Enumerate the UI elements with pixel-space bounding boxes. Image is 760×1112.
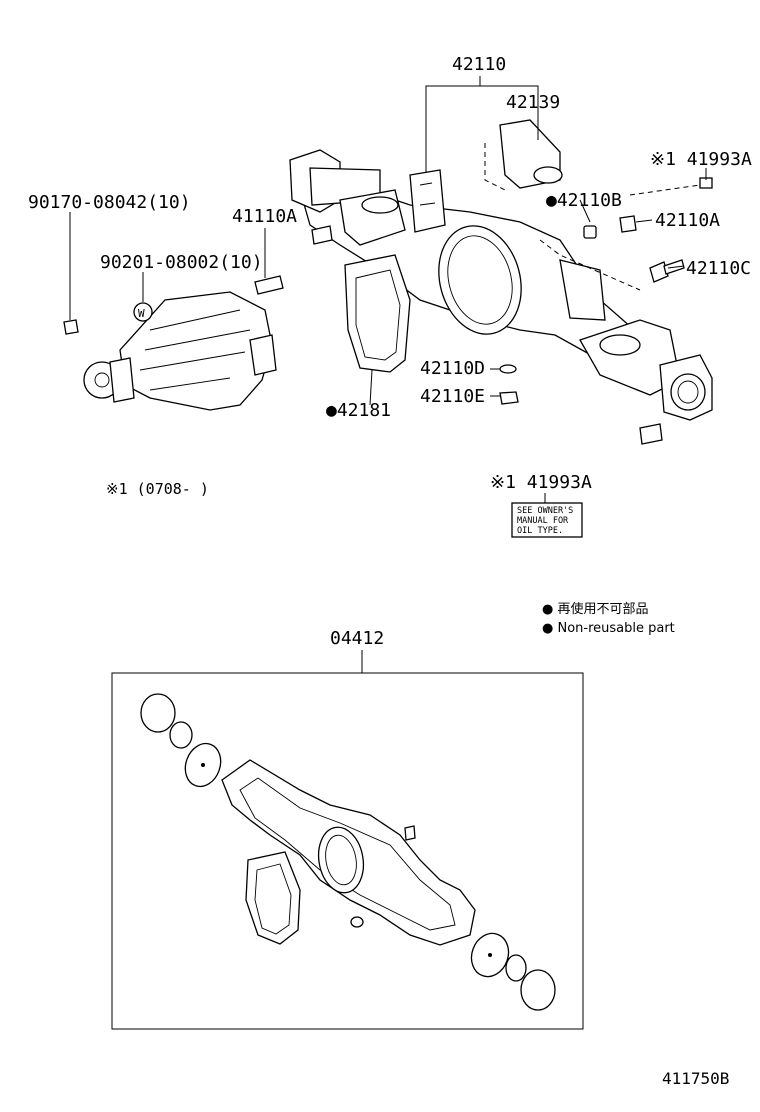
note-applicability: ※1 (0708- ) (106, 480, 209, 498)
oil-label-line-2: MANUAL FOR (517, 516, 569, 526)
leader-lines (69, 76, 707, 504)
gasket-42181-drawing (344, 254, 411, 373)
hardware-items (499, 177, 713, 405)
label-42110E: 42110E (420, 386, 485, 407)
marker-w: W (138, 307, 145, 320)
oil-label-line-1: SEE OWNER'S (517, 506, 573, 516)
label-41110A: 41110A (232, 206, 297, 227)
legend-japanese: ● 再使用不可部品 (542, 601, 648, 617)
label-42181: ●42181 (326, 400, 391, 421)
differential-carrier-drawing (63, 275, 284, 411)
label-42110A: 42110A (655, 210, 720, 231)
oil-type-label: SEE OWNER'S MANUAL FOR OIL TYPE. (511, 502, 583, 538)
oil-label-line-3: OIL TYPE. (517, 526, 563, 536)
label-42139: 42139 (506, 92, 560, 113)
label-90170-08042: 90170-08042(10) (28, 192, 191, 213)
label-41993A-top: ※1 41993A (650, 149, 752, 170)
label-42110C: 42110C (686, 258, 751, 279)
label-90201-08002: 90201-08002(10) (100, 252, 263, 273)
label-04412: 04412 (330, 628, 384, 649)
legend-english: ● Non-reusable part (542, 621, 675, 636)
axle-housing-drawing (289, 119, 713, 445)
label-42110D: 42110D (420, 358, 485, 379)
gasket-kit-box (111, 672, 584, 1030)
gasket-kit-contents (140, 693, 556, 1011)
label-42110B: ●42110B (546, 190, 622, 211)
label-41993A-bottom: ※1 41993A (490, 472, 592, 493)
label-42110: 42110 (452, 54, 506, 75)
drawing-id: 411750B (662, 1069, 729, 1088)
